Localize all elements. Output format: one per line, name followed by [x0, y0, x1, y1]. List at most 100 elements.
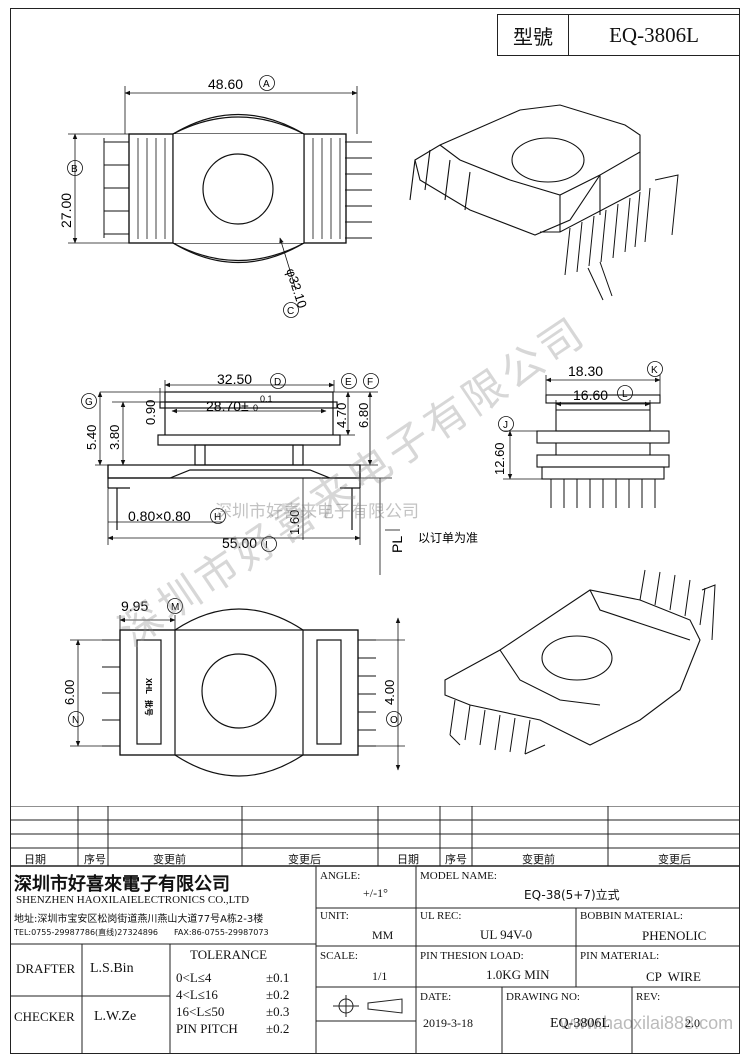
- tol-value-3: ±0.3: [266, 1004, 290, 1019]
- dim-side-h: 0.80×0.80: [128, 508, 191, 524]
- scale-label: SCALE:: [320, 950, 358, 962]
- rev-seq-hdr-1: 序号: [84, 853, 106, 866]
- dim-top-width: 48.60: [208, 76, 243, 92]
- dim-right-l: 16.60: [573, 387, 608, 403]
- technical-drawing: 48.60 A B 27.00 φ32.10 C: [58, 75, 716, 777]
- side-view: [107, 391, 361, 530]
- dim-side-380: 3.80: [107, 425, 122, 450]
- pin-load-value: 1.0KG MIN: [486, 967, 550, 982]
- bobbin-label: BOBBIN MATERIAL:: [580, 910, 683, 922]
- tol-value-1: ±0.1: [266, 970, 290, 985]
- iso-view-top: [409, 104, 679, 301]
- pin-load-label: PIN THESION LOAD:: [420, 950, 524, 962]
- tag-k: K: [651, 365, 658, 376]
- top-view: [103, 114, 372, 263]
- tag-g: G: [85, 397, 93, 408]
- dim-side-inner: 28.70±: [206, 398, 249, 414]
- title-block-lines: [10, 806, 740, 1054]
- tag-i: I: [265, 540, 268, 551]
- ul-label: UL REC:: [420, 910, 462, 922]
- dim-bot-o: 4.00: [382, 680, 397, 705]
- dim-top-height: 27.00: [58, 193, 74, 228]
- tol-value-4: ±0.2: [266, 1021, 290, 1036]
- dim-side-i: 55.00: [222, 535, 257, 551]
- bot-mark-xhl: XHL: [144, 678, 153, 694]
- dim-right-k: 18.30: [568, 363, 603, 379]
- tolerance-title: TOLERANCE: [190, 947, 268, 962]
- rev-before-hdr-1: 变更前: [153, 853, 186, 866]
- drawing-no-value: EQ-3806L: [550, 1016, 610, 1031]
- rev-after-hdr-2: 变更后: [658, 853, 691, 866]
- rev-after-hdr-1: 变更后: [288, 853, 321, 866]
- tag-e: E: [345, 377, 352, 388]
- rev-date-hdr-1: 日期: [24, 853, 46, 866]
- title-block: 日期 序号 变更前 变更后 日期 序号 变更前 变更后 深圳市好喜來電子有限公司…: [10, 806, 740, 1054]
- angle-label: ANGLE:: [320, 870, 361, 882]
- tag-l: L: [622, 389, 628, 400]
- dim-side-e: 4.70: [334, 403, 349, 428]
- side-note: 以订单为准: [418, 531, 478, 545]
- scale-value: 1/1: [372, 969, 388, 983]
- model-name-value: EQ-38(5+7)立式: [524, 888, 620, 902]
- model-value: EQ-3806L: [609, 22, 699, 47]
- rev-before-hdr-2: 变更前: [522, 853, 555, 866]
- date-value: 2019-3-18: [423, 1016, 473, 1030]
- dim-side-f: 6.80: [356, 403, 371, 428]
- unit-label: UNIT:: [320, 910, 349, 922]
- dim-side-inner-tol-dn: 0: [253, 403, 258, 413]
- checker-name: L.W.Ze: [94, 1009, 137, 1024]
- dim-side-d: 32.50: [217, 371, 252, 387]
- dim-side-090: 0.90: [143, 400, 158, 425]
- dim-bot-m: 9.95: [121, 598, 148, 614]
- tol-range-3: 16<L≤50: [176, 1004, 225, 1019]
- tag-d: D: [274, 377, 281, 388]
- tol-range-4: PIN PITCH: [176, 1021, 238, 1036]
- tag-m: M: [171, 602, 179, 613]
- right-side-dims: [498, 361, 663, 480]
- bobbin-value: PHENOLIC: [642, 928, 707, 943]
- rev-value: 2.0: [685, 1016, 700, 1030]
- drafter-label: DRAFTER: [16, 961, 76, 976]
- pin-material-label: PIN MATERIAL:: [580, 950, 660, 962]
- dim-side-pl: PL: [389, 536, 405, 553]
- watermark-url: www.haoxilai888.com: [560, 1013, 734, 1033]
- tol-range-2: 4<L≤16: [176, 987, 218, 1002]
- tag-b: B: [71, 164, 78, 175]
- tol-range-1: 0<L≤4: [176, 970, 212, 985]
- tag-n: N: [72, 715, 79, 726]
- rev-date-hdr-2: 日期: [397, 853, 419, 866]
- company-name-en: SHENZHEN HAOXILAIELECTRONICS CO.,LTD: [16, 894, 250, 906]
- company-name-cn: 深圳市好喜來電子有限公司: [14, 874, 230, 895]
- dim-side-inner-tol-up: 0.1: [260, 394, 273, 404]
- model-name-label: MODEL NAME:: [420, 870, 497, 882]
- dim-side-g: 5.40: [84, 425, 99, 450]
- side-view-dims: [81, 373, 400, 575]
- rev-label: REV:: [636, 991, 661, 1003]
- tag-a: A: [263, 79, 270, 90]
- tag-o: O: [390, 715, 398, 726]
- iso-view-bottom: [444, 569, 716, 755]
- drawing-no-label: DRAWING NO:: [506, 991, 580, 1003]
- bot-mark-batch: 批号: [144, 700, 154, 716]
- top-view-dims: [67, 75, 358, 318]
- checker-label: CHECKER: [14, 1009, 75, 1024]
- tag-j: J: [503, 420, 508, 431]
- model-label: 型號: [498, 15, 569, 55]
- tag-h: H: [214, 512, 221, 523]
- pin-material-value: CP WIRE: [646, 969, 701, 984]
- right-side-view: [536, 394, 670, 508]
- dim-right-j: 12.60: [492, 442, 507, 475]
- tag-f: F: [367, 377, 373, 388]
- watermark-center: 深圳市好喜来电子有限公司: [215, 502, 419, 522]
- drawing-sheet: [10, 8, 740, 1054]
- bottom-view: [102, 608, 376, 777]
- angle-value: +/-1°: [363, 886, 388, 900]
- rev-seq-hdr-2: 序号: [445, 853, 467, 866]
- tag-c: C: [287, 306, 294, 317]
- company-contact: TEL:0755-29987786(直线)27324896 FAX:86-075…: [14, 928, 269, 937]
- ul-value: UL 94V-0: [480, 927, 533, 942]
- dim-side-160: 1.60: [287, 510, 302, 535]
- tol-value-2: ±0.2: [266, 987, 290, 1002]
- dim-bot-n: 6.00: [62, 680, 77, 705]
- date-label: DATE:: [420, 991, 452, 1003]
